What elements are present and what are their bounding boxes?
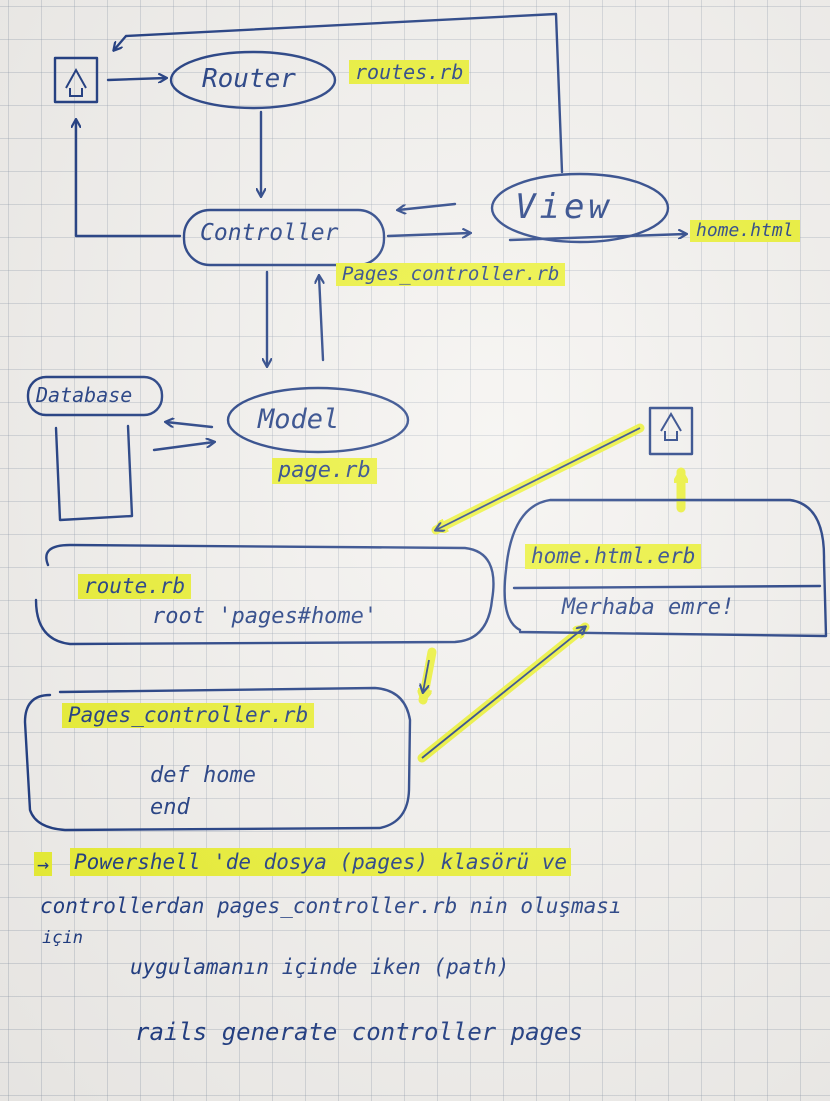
database-node	[26, 375, 164, 417]
highlighter-arrow-inks	[422, 427, 641, 759]
command-text: rails generate controller pages	[135, 1018, 583, 1046]
view-to-controller-arrow	[398, 202, 457, 210]
routes-file-label: routes.rb	[349, 60, 470, 84]
page-file-label: page.rb	[272, 458, 377, 484]
database-cylinder	[54, 424, 134, 522]
highlighter-arrows	[422, 423, 681, 763]
view-box-outline	[503, 498, 828, 638]
browser-box-right	[648, 406, 694, 456]
model-to-controller-arrow	[319, 276, 323, 362]
model-node	[226, 386, 410, 454]
database-to-model-arrow	[152, 442, 214, 452]
view-to-browser-arrow	[114, 12, 564, 174]
view-content: Merhaba emre!	[562, 595, 735, 620]
controller-node	[182, 208, 386, 267]
router-node	[169, 50, 337, 110]
controller-file-label: Pages_controller.rb	[62, 703, 315, 728]
note-line-1-text: Powershell 'de dosya (pages) klasörü ve	[70, 848, 572, 876]
note-line-4: uygulamanın içinde iken (path)	[130, 955, 510, 979]
route-box-outline	[34, 543, 495, 646]
house-in-box-icon	[65, 67, 87, 97]
browser-to-router-arrow	[106, 78, 166, 80]
database-label: Database	[36, 383, 133, 407]
controller-box-outline	[23, 686, 412, 832]
model-label: Model	[258, 404, 340, 435]
home-html-file-label: home.html	[690, 220, 800, 242]
house-in-box-icon	[660, 412, 682, 441]
note-arrow-icon: →	[34, 852, 53, 876]
note-line-1: Powershell 'de dosya (pages) klasörü ve	[70, 848, 572, 876]
view-file-label: home.html.erb	[525, 544, 702, 569]
route-file-label: route.rb	[78, 574, 192, 599]
model-to-database-arrow	[166, 422, 214, 429]
controller-to-browser-arrow	[76, 120, 182, 238]
router-label: Router	[202, 64, 296, 94]
controller-code-line1: def home	[150, 763, 256, 788]
browser-box-top	[53, 56, 99, 104]
route-code: root 'pages#home'	[152, 604, 378, 629]
controller-label: Controller	[200, 220, 339, 246]
view-node	[490, 172, 670, 244]
view-label: View	[515, 187, 613, 227]
controller-code-line2: end	[150, 795, 190, 820]
pages-controller-file-label: Pages_controller.rb	[336, 263, 566, 286]
note-line-3: için	[42, 928, 83, 948]
controller-to-view-arrow	[386, 233, 470, 236]
view-to-home-html-arrow	[508, 234, 686, 242]
note-line-2: controllerdan pages_controller.rb nin ol…	[40, 894, 622, 918]
